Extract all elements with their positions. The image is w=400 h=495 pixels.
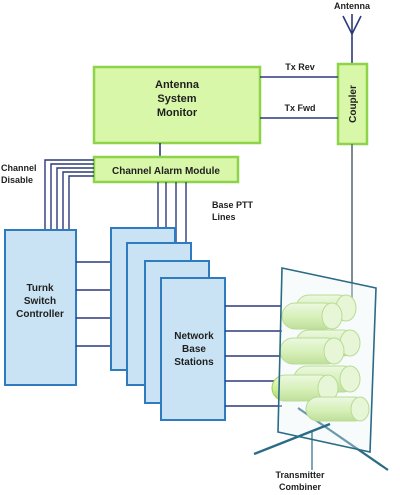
- base-ptt-label-1: Base PTT: [212, 200, 254, 210]
- combiner-panel: [277, 267, 377, 453]
- trunk-switch-controller-box: [4, 229, 77, 386]
- channel-disable-label-1: Channel: [1, 163, 37, 173]
- station-combiner-lines: [225, 305, 282, 407]
- tx-fwd-label: Tx Fwd: [285, 103, 316, 113]
- combiner-cylinders: [271, 294, 370, 422]
- channel-disable-wires: [44, 159, 94, 230]
- controller-station-lines: [76, 261, 111, 347]
- base-ptt-label-2: Lines: [212, 212, 236, 222]
- channel-alarm-module-label: Channel Alarm Module: [112, 166, 220, 177]
- antenna-label: Antenna: [334, 1, 371, 11]
- tsc-label-1: Turnk: [26, 283, 53, 294]
- tx-rev-label: Tx Rev: [285, 62, 315, 72]
- tsc-label-3: Controller: [16, 309, 64, 320]
- antenna-system-monitor-box: [92, 65, 262, 145]
- nbs-label-3: Stations: [174, 357, 214, 368]
- combiner-label-2: Combiner: [279, 482, 322, 492]
- antenna-system-monitor-label-3: Monitor: [157, 107, 198, 119]
- channel-disable-label-2: Disable: [1, 175, 33, 185]
- coupler-box: [336, 62, 369, 146]
- nbs-label-2: Base: [182, 344, 206, 355]
- combiner-label-1: Transmitter: [275, 470, 325, 480]
- nbs-label-1: Network: [174, 331, 214, 342]
- tsc-label-2: Switch: [24, 296, 56, 307]
- coupler-label: Coupler: [348, 85, 359, 123]
- antenna-icon: [342, 14, 362, 64]
- channel-alarm-module-box: [92, 155, 240, 184]
- transmitter-combiner: [253, 267, 389, 471]
- base-station-card-4: [160, 277, 226, 421]
- antenna-system-monitor-label-2: System: [157, 93, 196, 105]
- antenna-system-monitor-label-1: Antenna: [155, 79, 200, 91]
